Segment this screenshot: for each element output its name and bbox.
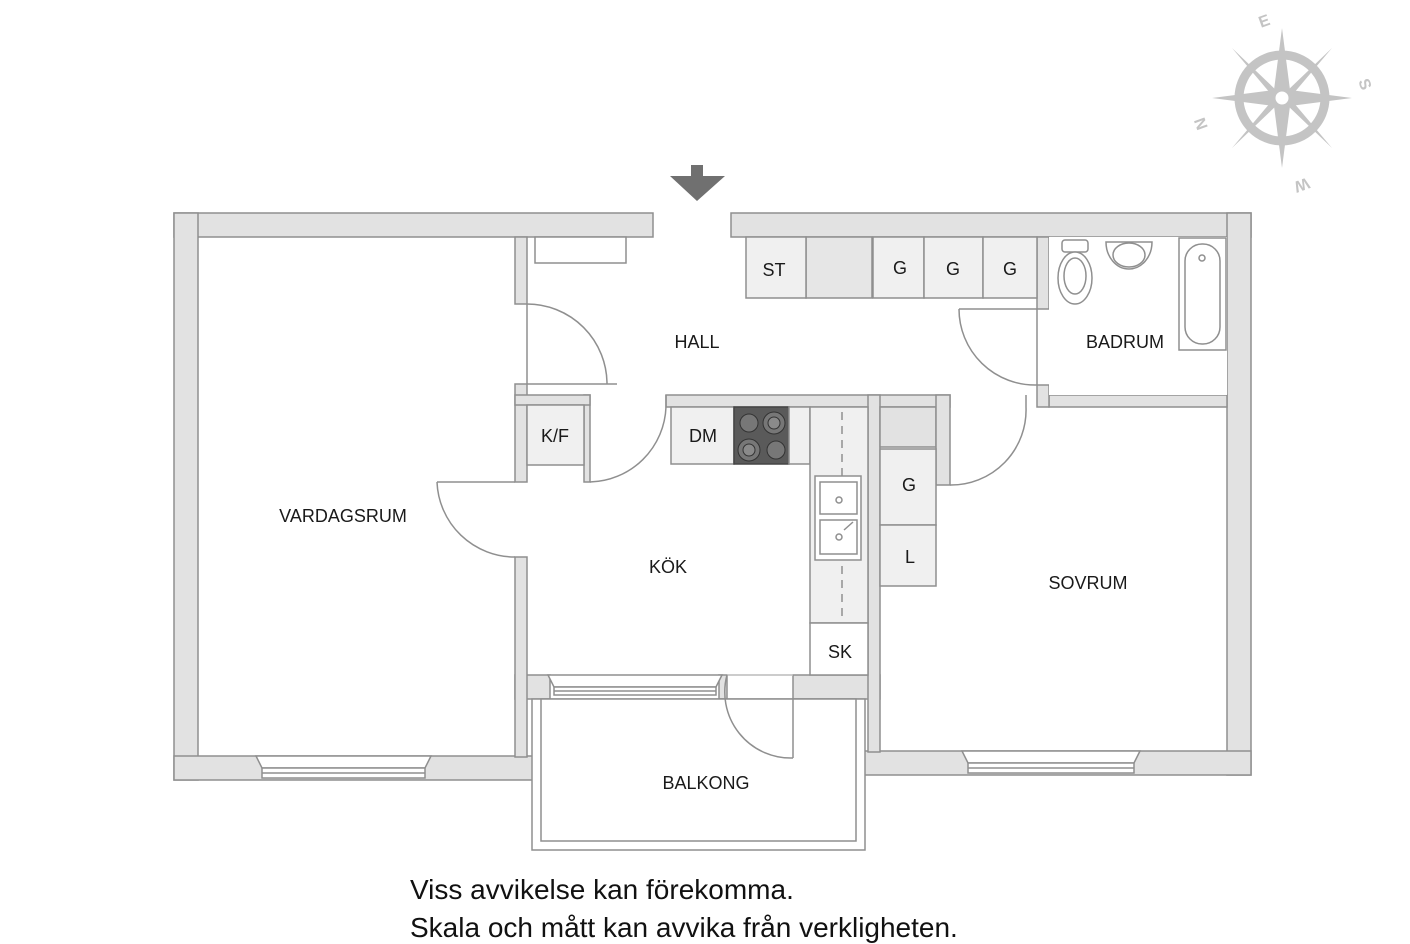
fixture-label-kf: K/F [541,426,569,446]
room-label-vardagsrum: VARDAGSRUM [279,506,407,526]
compass-rose-icon: E S W N [1192,12,1374,195]
room-label-balkong: BALKONG [662,773,749,793]
room-label-hall: HALL [674,332,719,352]
bathroom-fixtures [1049,237,1227,395]
kitchen-sink-icon [814,475,862,561]
fixture-label-g3: G [1003,259,1017,279]
doors [436,303,1038,759]
fridge-freezer [526,404,585,466]
linen-closet [879,524,937,587]
compass-s: S [1354,77,1374,93]
room-label-sovrum: SOVRUM [1048,573,1127,593]
wardrobe-g3 [982,236,1038,299]
cabinet-sk [809,622,869,676]
hall-fixtures [534,236,1038,299]
fixture-label-g2: G [946,259,960,279]
fixture-label-st: ST [762,260,785,280]
kitchen-fixtures [526,404,869,676]
fixture-label-sk: SK [828,642,852,662]
fixture-label-g1: G [893,258,907,278]
dishwasher [670,406,735,465]
entrance-arrow-icon [670,165,725,201]
room-label-badrum: BADRUM [1086,332,1164,352]
compass-n: N [1192,115,1212,132]
stove-icon [733,406,790,465]
storage-st [745,236,807,299]
compass-w: W [1291,174,1312,195]
toilet-icon [1061,239,1089,253]
fixture-labels: ST G G G K/F DM G L SK [541,258,1017,662]
disclaimer-line-1: Viss avvikelse kan förekomma. [410,874,794,905]
fixture-label-l: L [905,547,915,567]
room-label-kok: KÖK [649,557,687,577]
balcony [531,698,866,851]
interior-walls [514,236,1228,758]
windows [254,674,1142,779]
fixture-label-dm: DM [689,426,717,446]
bedroom-fixtures [879,448,937,587]
wardrobe-g1 [872,236,925,299]
disclaimer-line-2: Skala och mått kan avvika från verklighe… [410,912,958,943]
room-labels: HALL VARDAGSRUM KÖK BADRUM SOVRUM BALKON… [279,332,1164,793]
fixture-label-g-bedroom: G [902,475,916,495]
compass-e: E [1257,12,1273,32]
